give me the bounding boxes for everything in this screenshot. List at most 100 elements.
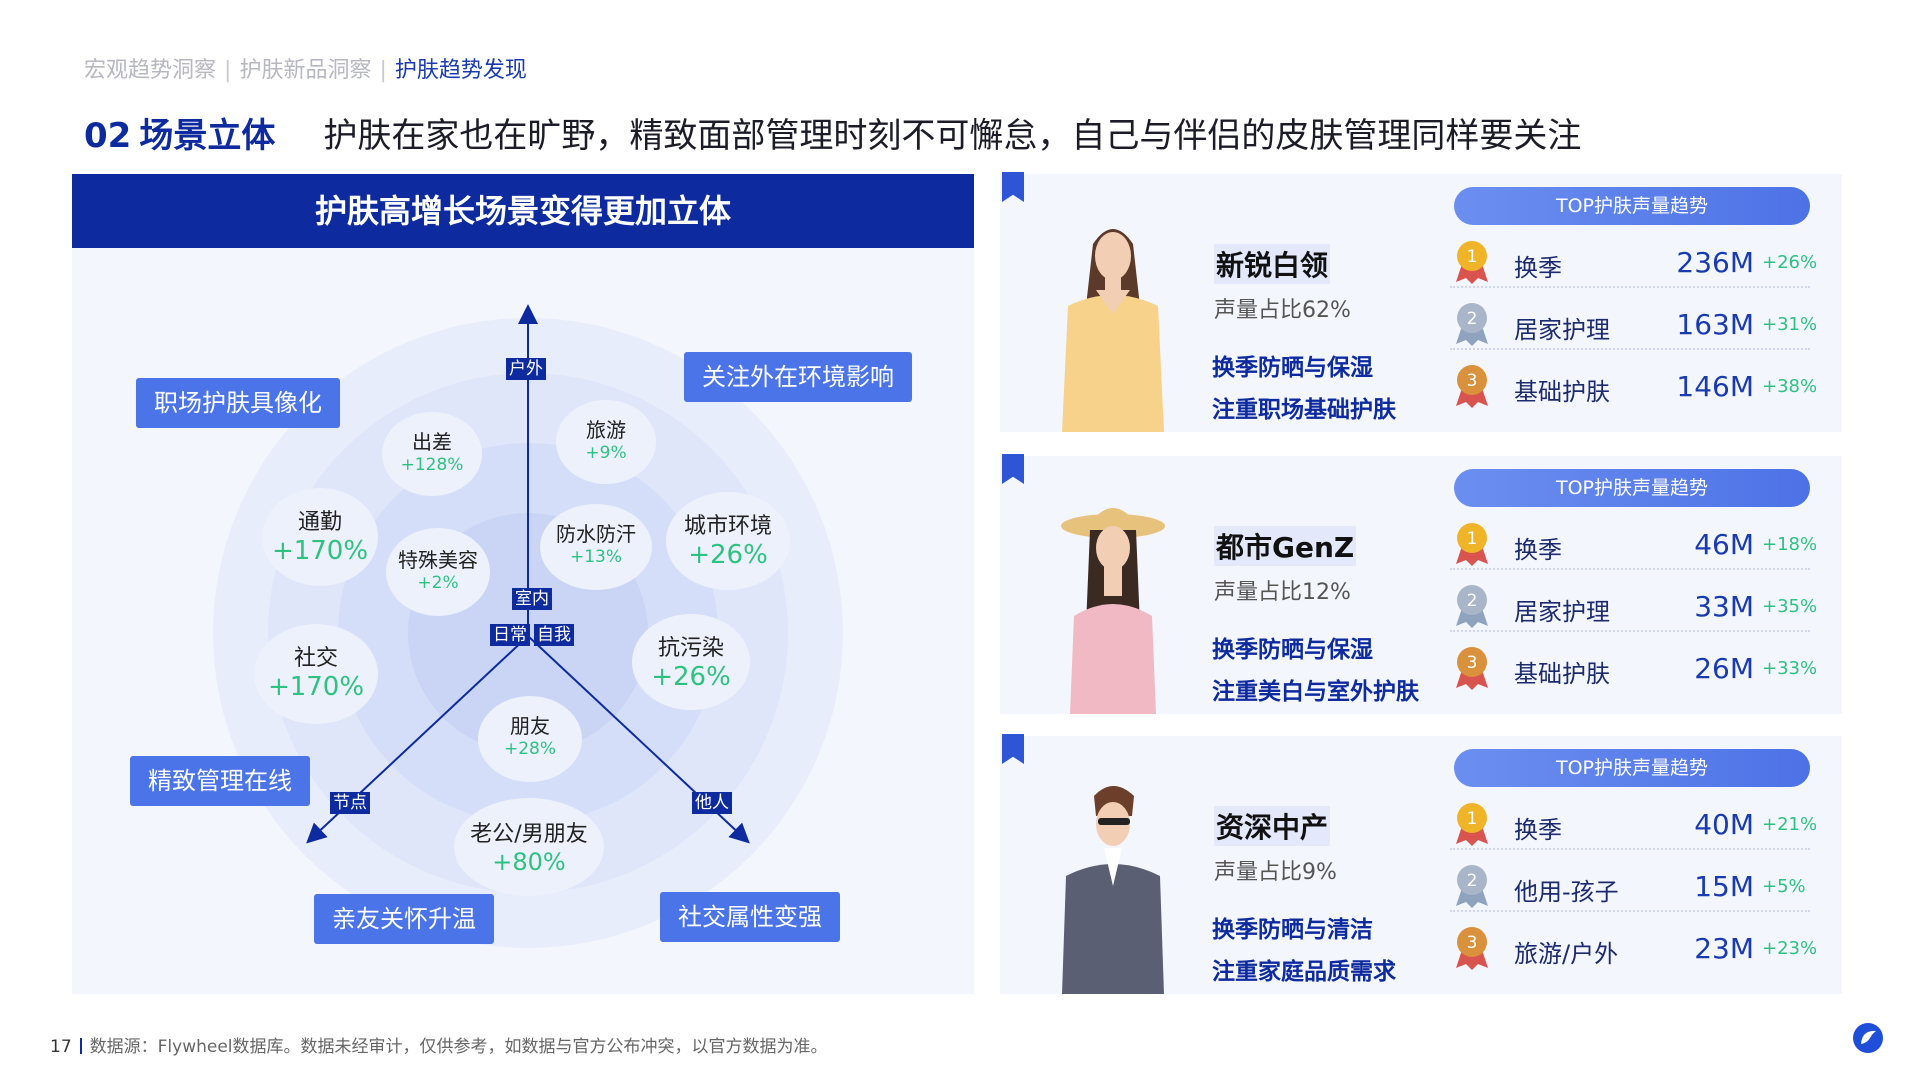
axis-tag-daily: 日常 xyxy=(490,624,530,646)
svg-text:3: 3 xyxy=(1467,653,1478,673)
svg-text:1: 1 xyxy=(1467,247,1478,267)
breadcrumb-item[interactable]: 护肤新品洞察 xyxy=(239,58,372,83)
breadcrumb-item-active[interactable]: 护肤趋势发现 xyxy=(394,58,527,83)
svg-text:3: 3 xyxy=(1467,933,1478,953)
trend-value: 26M xyxy=(1694,652,1754,685)
trend-value: 146M xyxy=(1676,370,1754,403)
breadcrumb: 宏观趋势洞察|护肤新品洞察|护肤趋势发现 xyxy=(84,52,527,84)
bubble-urban-env: 城市环境 +26% xyxy=(666,492,790,590)
bubble-name: 社交 xyxy=(293,646,338,671)
persona-tag: 换季防晒与保湿 xyxy=(1212,355,1373,381)
trend-row: 3 基础护肤 26M +33% xyxy=(1450,642,1817,694)
gold-medal-icon: 1 xyxy=(1456,803,1488,846)
top-trend-pill: TOP护肤声量趋势 xyxy=(1454,187,1810,225)
axis-tag-outdoor: 户外 xyxy=(506,358,546,380)
trend-growth: +38% xyxy=(1762,376,1818,397)
bubble-growth: +170% xyxy=(271,536,369,566)
bubble-growth: +9% xyxy=(585,443,627,463)
scenario-panel-heading: 护肤高增长场景变得更加立体 xyxy=(72,174,974,248)
bubble-growth: +80% xyxy=(492,848,566,876)
trend-growth: +18% xyxy=(1762,534,1818,555)
silver-medal-icon: 2 xyxy=(1456,865,1488,908)
page-number: 17 xyxy=(50,1037,72,1057)
bubble-growth: +2% xyxy=(417,573,459,593)
persona-card: 资深中产 声量占比9% 换季防晒与清洁 注重家庭品质需求 TOP护肤声量趋势 1… xyxy=(1000,734,1842,994)
silver-medal-icon: 2 xyxy=(1456,585,1488,628)
breadcrumb-item[interactable]: 宏观趋势洞察 xyxy=(84,58,217,83)
persona-name: 新锐白领 xyxy=(1214,244,1331,284)
axis-tag-others: 他人 xyxy=(692,792,732,814)
trend-row: 2 他用-孩子 15M +5% xyxy=(1450,860,1810,912)
persona-card: 新锐白领 声量占比62% 换季防晒与保湿 注重职场基础护肤 TOP护肤声量趋势 … xyxy=(1000,172,1842,432)
bubble-growth: +26% xyxy=(651,662,731,692)
headline: 护肤在家也在旷野，精致面部管理时刻不可懈怠，自己与伴侣的皮肤管理同样要关注 xyxy=(323,116,1582,156)
persona-name: 资深中产 xyxy=(1214,806,1331,846)
svg-text:2: 2 xyxy=(1467,591,1478,611)
data-source-note: 数据源：Flywheel数据库。数据未经审计，仅供参考，如数据与官方公布冲突，以… xyxy=(89,1037,828,1057)
bubble-name: 出差 xyxy=(412,430,452,454)
trend-name: 换季 xyxy=(1514,536,1562,564)
bubble-growth: +13% xyxy=(569,547,623,567)
trend-value: 40M xyxy=(1694,808,1754,841)
trend-name: 换季 xyxy=(1514,816,1562,844)
scenario-panel: 护肤高增长场景变得更加立体 户外 室内 日常 自我 节点 xyxy=(72,174,974,994)
trend-row: 1 换季 46M +18% xyxy=(1450,518,1817,570)
bubble-name: 防水防汗 xyxy=(556,522,636,546)
bubble-travel: 旅游 +9% xyxy=(556,400,656,484)
bubble-special-beauty: 特殊美容 +2% xyxy=(386,528,490,616)
callout-family-care: 亲友关怀升温 xyxy=(314,894,494,944)
bubble-name: 通勤 xyxy=(297,510,342,535)
bubble-anti-pollution: 抗污染 +26% xyxy=(632,614,750,710)
svg-text:1: 1 xyxy=(1467,809,1478,829)
trend-value: 46M xyxy=(1694,528,1754,561)
scenario-diagram: 户外 室内 日常 自我 节点 他人 出差 +128% 旅游 +9% 通勤 +17… xyxy=(72,248,974,994)
trend-name: 基础护肤 xyxy=(1514,378,1610,406)
bubble-business-trip: 出差 +128% xyxy=(382,412,482,496)
trend-name: 居家护理 xyxy=(1514,316,1610,344)
bubble-waterproof: 防水防汗 +13% xyxy=(540,504,652,590)
persona-tag: 注重职场基础护肤 xyxy=(1212,397,1396,423)
trend-name: 换季 xyxy=(1514,254,1562,282)
persona-share: 声量占比9% xyxy=(1214,860,1337,885)
bronze-medal-icon: 3 xyxy=(1456,647,1488,690)
trend-value: 33M xyxy=(1694,590,1754,623)
trend-value: 15M xyxy=(1694,870,1754,903)
persona-name: 都市GenZ xyxy=(1214,526,1357,566)
trend-row: 2 居家护理 163M +31% xyxy=(1450,298,1817,350)
persona-man-icon xyxy=(1062,786,1164,994)
trend-row: 3 旅游/户外 23M +23% xyxy=(1450,922,1817,974)
callout-workplace: 职场护肤具像化 xyxy=(136,378,340,428)
bronze-medal-icon: 3 xyxy=(1456,927,1488,970)
callout-social-attribute: 社交属性变强 xyxy=(660,892,840,942)
bookmark-icon xyxy=(1002,172,1024,202)
persona-share: 声量占比62% xyxy=(1214,298,1351,323)
trend-value: 23M xyxy=(1694,932,1754,965)
trend-growth: +35% xyxy=(1762,596,1818,617)
breadcrumb-separator: | xyxy=(379,58,387,83)
trend-value: 236M xyxy=(1676,246,1754,279)
svg-text:1: 1 xyxy=(1467,529,1478,549)
silver-medal-icon: 2 xyxy=(1456,303,1488,346)
bubble-growth: +170% xyxy=(267,672,365,702)
bubble-name: 城市环境 xyxy=(683,514,772,539)
axis-tag-node: 节点 xyxy=(330,792,370,814)
trend-growth: +23% xyxy=(1762,938,1818,959)
footer-divider xyxy=(79,1038,82,1054)
trend-row: 1 换季 40M +21% xyxy=(1450,798,1817,850)
persona-tag: 注重美白与室外护肤 xyxy=(1212,679,1419,705)
svg-text:3: 3 xyxy=(1467,371,1478,391)
trend-name: 旅游/户外 xyxy=(1514,940,1619,968)
trend-row: 2 居家护理 33M +35% xyxy=(1450,580,1817,632)
trend-growth: +31% xyxy=(1762,314,1818,335)
callout-refined-care: 精致管理在线 xyxy=(130,756,310,806)
persona-share: 声量占比12% xyxy=(1214,580,1351,605)
bubble-name: 旅游 xyxy=(586,418,626,442)
bubble-growth: +26% xyxy=(688,540,768,570)
trend-growth: +33% xyxy=(1762,658,1818,679)
persona-tag: 换季防晒与保湿 xyxy=(1212,637,1373,663)
trend-name: 他用-孩子 xyxy=(1514,878,1619,906)
page-title: 02 场景立体 护肤在家也在旷野，精致面部管理时刻不可懈怠，自己与伴侣的皮肤管理… xyxy=(84,108,1581,157)
persona-girl-hat-icon xyxy=(1061,508,1165,714)
svg-text:2: 2 xyxy=(1467,309,1478,329)
brand-logo-icon xyxy=(1853,1023,1883,1053)
